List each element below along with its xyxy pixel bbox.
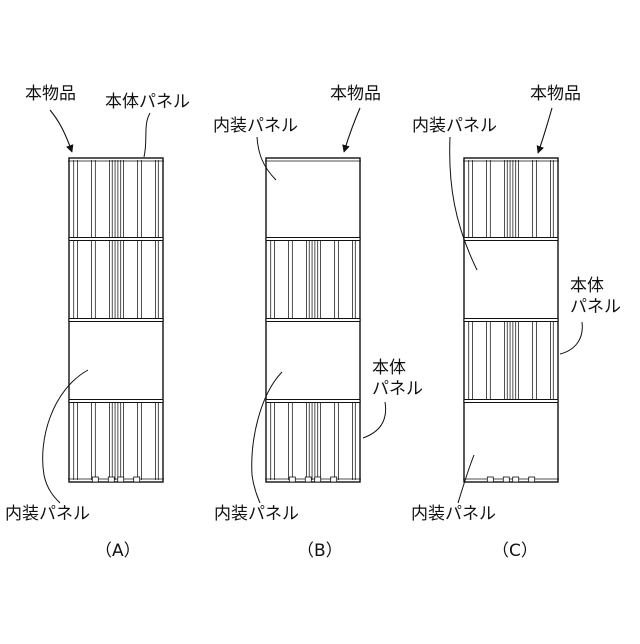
foot bbox=[529, 477, 535, 482]
fig-a-product-label: 本物品 bbox=[25, 84, 76, 105]
foot bbox=[289, 477, 295, 482]
body-panel bbox=[464, 158, 558, 239]
fig-c-body-panel-label-line2: パネル bbox=[570, 297, 621, 318]
fig-a-product-arrow bbox=[50, 110, 72, 152]
fig-c-body-panel-label-line1: 本体 bbox=[570, 276, 604, 297]
fig-b-product-arrow bbox=[344, 108, 360, 152]
fig-a-caption: （A） bbox=[95, 541, 141, 561]
foot bbox=[92, 477, 98, 482]
fig-c-product-label: 本物品 bbox=[530, 84, 581, 105]
fig-a-body-panel-leader bbox=[144, 113, 150, 157]
foot bbox=[108, 477, 114, 482]
fig-a-body-panel-label: 本体パネル bbox=[105, 92, 190, 113]
shelf-divider bbox=[464, 238, 558, 241]
fig-c-product-arrow bbox=[538, 108, 552, 153]
body-panel bbox=[69, 158, 163, 239]
shelf-divider bbox=[69, 400, 163, 403]
fig-a-interior-panel-label: 内装パネル bbox=[5, 504, 90, 525]
foot bbox=[487, 477, 493, 482]
shelf-divider bbox=[69, 238, 163, 241]
foot bbox=[503, 477, 509, 482]
fig-b-body-panel-label-line1: 本体 bbox=[372, 358, 406, 379]
cabinet-b bbox=[265, 158, 361, 482]
foot bbox=[331, 477, 337, 482]
shelf-divider bbox=[266, 319, 360, 322]
fig-c-caption: （C） bbox=[492, 541, 538, 561]
body-panel bbox=[464, 320, 558, 401]
body-panel bbox=[266, 401, 360, 482]
fig-b-product-label: 本物品 bbox=[330, 84, 381, 105]
fig-c-interior-panel-top-label: 内装パネル bbox=[412, 116, 497, 137]
foot bbox=[305, 477, 311, 482]
fig-b-body-panel-label-line2: パネル bbox=[372, 379, 423, 400]
foot bbox=[315, 477, 321, 482]
fig-b-interior-panel-top-label: 内装パネル bbox=[213, 116, 298, 137]
interior-panel bbox=[464, 239, 558, 320]
body-panel bbox=[69, 239, 163, 320]
fig-c-interior-panel-bottom-label: 内装パネル bbox=[411, 504, 496, 525]
foot bbox=[134, 477, 140, 482]
foot bbox=[513, 477, 519, 482]
fig-b-body-panel-leader bbox=[363, 402, 386, 438]
fig-b-caption: （B） bbox=[297, 541, 343, 561]
shelf-divider bbox=[266, 238, 360, 241]
shelf-divider bbox=[266, 400, 360, 403]
cabinet-c bbox=[463, 158, 559, 482]
interior-panel bbox=[266, 320, 360, 401]
shelf-divider bbox=[464, 319, 558, 322]
shelf-divider bbox=[69, 319, 163, 322]
fig-c-body-panel-leader bbox=[560, 322, 582, 354]
cabinet-a bbox=[68, 158, 164, 482]
body-panel bbox=[69, 401, 163, 482]
foot bbox=[118, 477, 124, 482]
interior-panel bbox=[69, 320, 163, 401]
body-panel bbox=[266, 239, 360, 320]
shelf-divider bbox=[464, 400, 558, 403]
interior-panel bbox=[266, 158, 360, 239]
fig-b-interior-panel-bottom-label: 内装パネル bbox=[214, 504, 299, 525]
interior-panel bbox=[464, 401, 558, 482]
